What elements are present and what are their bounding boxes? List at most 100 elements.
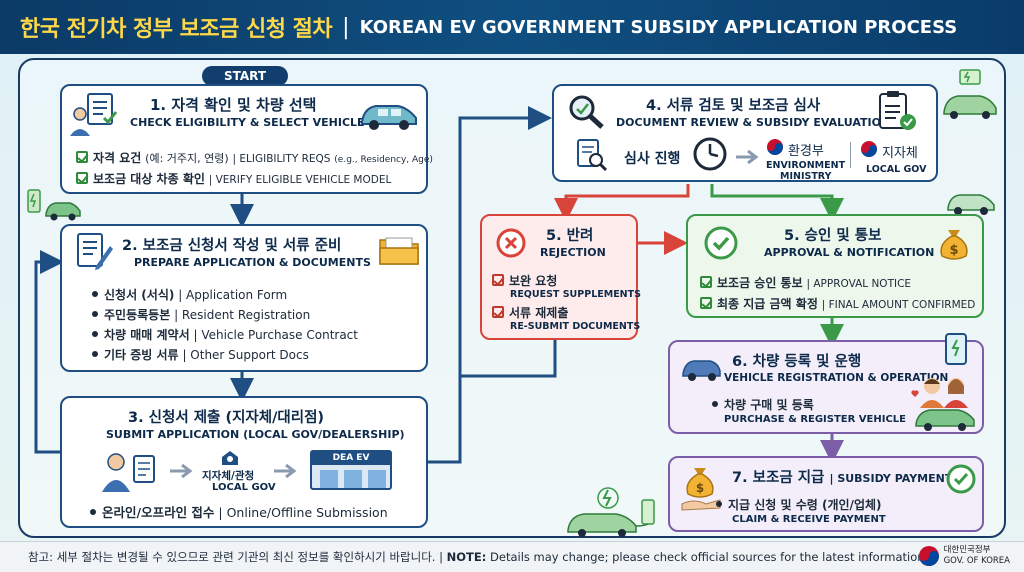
step-1-title: 1. 자격 확인 및 차량 선택 — [150, 96, 317, 114]
step-2-title: 2. 보조금 신청서 작성 및 서류 준비 — [122, 238, 342, 254]
env-ministry-en-2: MINISTRY — [780, 171, 832, 182]
local-gov-en: LOCAL GOV — [212, 482, 276, 493]
person-document-icon — [102, 453, 155, 492]
money-bag-icon: $ — [940, 230, 968, 260]
couple-with-car-icon — [911, 378, 975, 431]
step-4-subtitle: DOCUMENT REVIEW & SUBSIDY EVALUATION — [616, 116, 891, 129]
rejection-item-1-en: REQUEST SUPPLEMENTS — [510, 289, 641, 300]
arrow-4-to-rejection — [554, 184, 690, 222]
taegeuk-icon — [861, 141, 877, 157]
step-4-title: 4. 서류 검토 및 보조금 심사 — [646, 98, 821, 114]
check-icon — [76, 151, 88, 163]
checklist-person-icon — [70, 93, 118, 136]
arrow-reject-to-resubmit — [460, 340, 557, 378]
step-3-item: 온라인/오프라인 접수 | Online/Offline Submission — [90, 502, 388, 521]
step-1-subtitle: CHECK ELIGIBILITY & SELECT VEHICLE — [130, 116, 365, 129]
local-gov-ko: 지자체 — [882, 146, 918, 161]
step-7-box: $ 7. 보조금 지급 | SUBSIDY PAYMENT 지급 신청 및 수령… — [668, 456, 984, 532]
note-english: Details may change; please check officia… — [490, 550, 929, 564]
step-7-title: 7. 보조금 지급 | SUBSIDY PAYMENT — [732, 470, 953, 486]
seal-ko: 대한민국정부 — [943, 545, 991, 555]
step-3-title: 3. 신청서 제출 (지자체/대리점) — [128, 410, 325, 426]
rejection-item-2: 서류 재제출 — [492, 304, 568, 321]
step-1-box: 1. 자격 확인 및 차량 선택 CHECK ELIGIBILITY & SEL… — [60, 84, 433, 194]
divider — [850, 142, 851, 168]
title-english: KOREAN EV GOVERNMENT SUBSIDY APPLICATION… — [359, 16, 958, 38]
step-7-item-en: CLAIM & RECEIVE PAYMENT — [732, 514, 886, 525]
svg-text:$: $ — [949, 243, 958, 258]
approval-item-2: 최종 지급 금액 확정 | FINAL AMOUNT CONFIRMED — [700, 295, 975, 312]
step-5-rejection-box: 5. 반려 REJECTION 보완 요청 REQUEST SUPPLEMENT… — [480, 214, 641, 340]
magnifier-icon — [569, 95, 604, 129]
arrow-3-to-4 — [428, 106, 552, 464]
rejection-item-1: 보완 요청 — [492, 272, 557, 289]
car-charging-icon — [567, 487, 655, 537]
rejection-item-2-en: RE-SUBMIT DOCUMENTS — [510, 321, 641, 332]
ev-charger-car-icon — [27, 189, 81, 221]
note-korean: 참고: 세부 절차는 변경될 수 있으므로 관련 기관의 최신 정보를 확인하시… — [28, 550, 443, 564]
arrow-right-icon — [274, 464, 297, 478]
arrow-right-icon — [170, 464, 193, 478]
car-icon — [361, 105, 417, 130]
folder-icon — [379, 237, 419, 265]
step-4-box: 4. 서류 검토 및 보조금 심사 DOCUMENT REVIEW & SUBS… — [552, 84, 938, 182]
start-badge: START — [202, 66, 288, 86]
svg-text:$: $ — [696, 481, 704, 495]
check-circle-icon — [704, 226, 738, 260]
check-icon — [76, 172, 88, 184]
taegeuk-icon — [767, 139, 783, 155]
rejection-subtitle: REJECTION — [540, 246, 606, 259]
clipboard-check-icon — [879, 91, 916, 130]
document-search-icon — [577, 139, 608, 172]
step-1-item-2: 보조금 대상 차종 확인 | VERIFY ELIGIBLE VEHICLE M… — [76, 170, 391, 187]
taegeuk-icon — [918, 546, 939, 566]
step-6-subtitle: VEHICLE REGISTRATION & OPERATION — [724, 372, 949, 384]
step-1-item-1: 자격 요건 (예: 거주지, 연령) | ELIGIBILITY REQS (e… — [76, 149, 433, 166]
arrow-loop-back — [34, 250, 64, 454]
step-2-subtitle: PREPARE APPLICATION & DOCUMENTS — [134, 256, 371, 269]
step-6-item: 차량 구매 및 등록 — [712, 396, 814, 413]
local-gov-ko: 지자체/관청 — [202, 470, 255, 482]
document-pen-icon — [77, 233, 113, 270]
approval-item-1: 보조금 승인 통보 | APPROVAL NOTICE — [700, 274, 911, 291]
local-gov-en: LOCAL GOV — [866, 164, 927, 175]
phone-charging-icon — [945, 333, 967, 365]
car-charging-icon — [943, 69, 997, 119]
step-6-box: 6. 차량 등록 및 운행 VEHICLE REGISTRATION & OPE… — [668, 333, 984, 434]
arrow-right-icon — [736, 150, 759, 164]
seal-en: GOV. OF KOREA — [943, 556, 1010, 566]
rejection-title: 5. 반려 — [546, 228, 594, 244]
step-2-item-4: 기타 증빙 서류 | Other Support Docs — [92, 346, 309, 363]
clock-icon — [693, 137, 727, 171]
arrow-4-to-approval — [710, 184, 844, 222]
approval-title: 5. 승인 및 통보 — [784, 228, 882, 244]
step-3-box: 3. 신청서 제출 (지자체/대리점) SUBMIT APPLICATION (… — [60, 396, 428, 528]
step-6-title: 6. 차량 등록 및 운행 — [732, 354, 862, 370]
step-6-item-en: PURCHASE & REGISTER VEHICLE — [724, 414, 907, 425]
step-2-box: 2. 보조금 신청서 작성 및 서류 준비 PREPARE APPLICATIO… — [60, 224, 428, 372]
gov-building-icon — [222, 451, 238, 465]
x-circle-icon — [496, 228, 526, 258]
approval-subtitle: APPROVAL & NOTIFICATION — [764, 246, 935, 259]
car-icon — [682, 360, 721, 381]
step-7-item: 지급 신청 및 수령 (개인/업체) — [716, 496, 882, 513]
step-2-item-1: 신청서 (서식) | Application Form — [92, 286, 287, 303]
step-3-subtitle: SUBMIT APPLICATION (LOCAL GOV/DEALERSHIP… — [106, 428, 405, 441]
step-5-approval-box: 5. 승인 및 통보 APPROVAL & NOTIFICATION $ 보조금… — [686, 214, 984, 318]
footer-note: 참고: 세부 절차는 변경될 수 있으므로 관련 기관의 최신 정보를 확인하시… — [0, 541, 1024, 572]
title-korean: 한국 전기차 정부 보조금 신청 절차 — [20, 17, 333, 42]
car-icon — [947, 194, 995, 215]
step-2-item-3: 차량 매매 계약서 | Vehicle Purchase Contract — [92, 326, 358, 343]
review-label: 심사 진행 — [624, 151, 681, 167]
env-ministry-ko: 환경부 — [788, 144, 824, 159]
step-2-item-2: 주민등록등본 | Resident Registration — [92, 306, 310, 323]
page-header: 한국 전기차 정부 보조금 신청 절차 | KOREAN EV GOVERNME… — [0, 0, 1024, 54]
money-hand-icon: $ — [681, 468, 721, 511]
dealer-sign: DEA EV — [312, 452, 390, 465]
title-separator: | — [342, 14, 350, 40]
env-ministry-en-1: ENVIRONMENT — [766, 160, 846, 171]
dealership-building: DEA EV — [310, 450, 392, 490]
check-circle-icon — [946, 464, 976, 494]
